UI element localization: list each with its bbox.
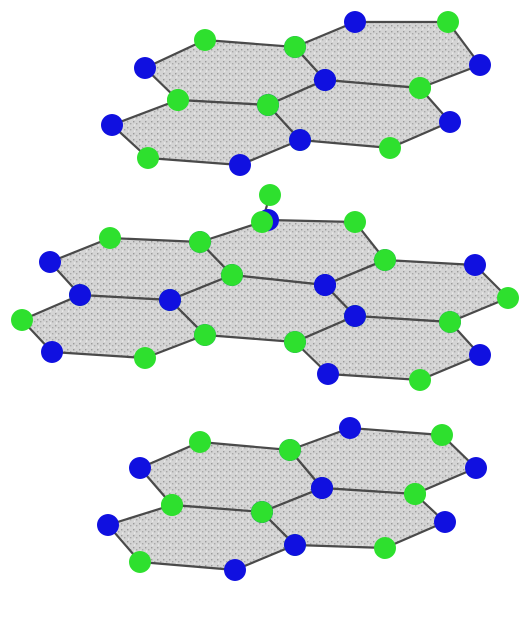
green-atom	[497, 287, 519, 309]
green-atom	[257, 94, 279, 116]
blue-atom	[41, 341, 63, 363]
green-atom	[431, 424, 453, 446]
bottom-layer-atoms	[97, 417, 487, 581]
blue-atom	[339, 417, 361, 439]
blue-atom	[69, 284, 91, 306]
green-atom	[129, 551, 151, 573]
green-atom	[379, 137, 401, 159]
green-atom	[221, 264, 243, 286]
blue-atom	[101, 114, 123, 136]
green-atom	[167, 89, 189, 111]
blue-atom	[344, 305, 366, 327]
layers-group	[11, 11, 519, 581]
green-atom	[189, 431, 211, 453]
middle-layer	[11, 209, 519, 391]
blue-atom	[469, 344, 491, 366]
green-atom	[439, 311, 461, 333]
blue-atom	[97, 514, 119, 536]
green-atom	[134, 347, 156, 369]
blue-atom	[284, 534, 306, 556]
blue-atom	[439, 111, 461, 133]
green-atom	[344, 211, 366, 233]
blue-atom	[317, 363, 339, 385]
green-atom	[11, 309, 33, 331]
green-atom	[194, 324, 216, 346]
blue-atom	[314, 274, 336, 296]
blue-atom	[289, 129, 311, 151]
green-atom	[259, 184, 281, 206]
blue-atom	[224, 559, 246, 581]
blue-atom	[134, 57, 156, 79]
green-atom	[251, 211, 273, 233]
green-atom	[279, 439, 301, 461]
blue-atom	[469, 54, 491, 76]
blue-atom	[464, 254, 486, 276]
green-atom	[404, 483, 426, 505]
green-atom	[137, 147, 159, 169]
green-atom	[374, 249, 396, 271]
top-layer	[101, 11, 491, 176]
blue-atom	[39, 251, 61, 273]
blue-atom	[129, 457, 151, 479]
green-atom	[99, 227, 121, 249]
green-atom	[284, 331, 306, 353]
middle-layer-rings	[20, 218, 510, 382]
green-atom	[251, 501, 273, 523]
green-atom	[194, 29, 216, 51]
green-atom	[437, 11, 459, 33]
green-atom	[284, 36, 306, 58]
blue-atom	[344, 11, 366, 33]
green-atom	[409, 77, 431, 99]
green-atom	[374, 537, 396, 559]
green-atom	[161, 494, 183, 516]
green-atom	[409, 369, 431, 391]
top-layer-atoms	[101, 11, 491, 176]
middle-layer-atoms	[11, 209, 519, 391]
blue-atom	[314, 69, 336, 91]
blue-atom	[311, 477, 333, 499]
blue-atom	[434, 511, 456, 533]
blue-atom	[159, 289, 181, 311]
bottom-layer	[97, 417, 487, 581]
blue-atom	[465, 457, 487, 479]
blue-atom	[229, 154, 251, 176]
green-atom	[189, 231, 211, 253]
